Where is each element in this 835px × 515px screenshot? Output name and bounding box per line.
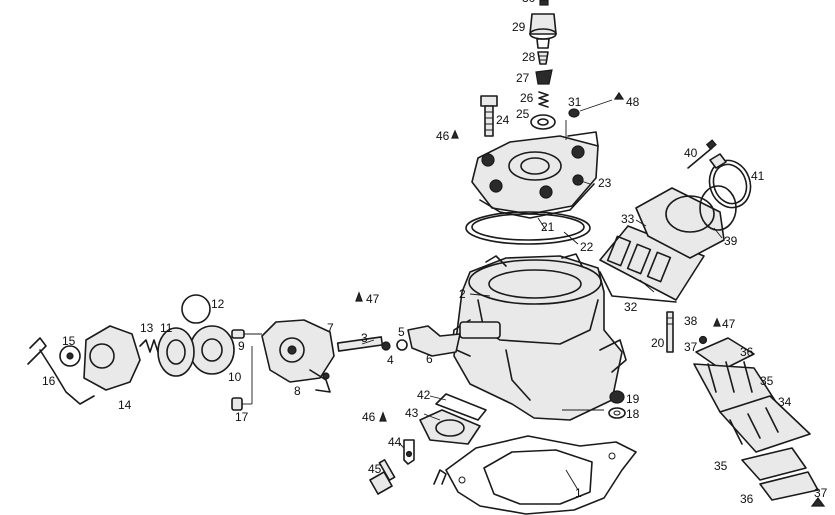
callout-28: 28 — [522, 50, 536, 64]
wire-clip-16-part — [27, 337, 95, 405]
callout-6: 6 — [426, 352, 433, 366]
cap-46-lower-part — [379, 411, 387, 422]
plug-17-part — [231, 346, 253, 411]
base-gasket-part — [445, 435, 637, 515]
callout-7: 7 — [327, 321, 334, 335]
callout-44: 44 — [388, 435, 402, 449]
cylinder-head-part — [471, 131, 599, 219]
callout-32: 32 — [624, 300, 638, 314]
callout-4: 4 — [387, 353, 394, 367]
callout-40: 40 — [684, 146, 698, 160]
callout-46a: 46 — [436, 129, 450, 143]
callout-26: 26 — [520, 91, 534, 105]
callout-20: 20 — [651, 336, 665, 350]
callout-47b: 47 — [722, 317, 736, 331]
stud-20-part — [666, 311, 674, 353]
head-oring-21-part — [465, 211, 591, 245]
callout-43: 43 — [405, 406, 419, 420]
callout-3: 3 — [361, 331, 368, 345]
intake-manifold-part — [599, 185, 737, 303]
cap-47-left-part — [355, 291, 363, 302]
callout-34: 34 — [778, 395, 792, 409]
callout-21: 21 — [541, 220, 555, 234]
callout-8: 8 — [294, 384, 301, 398]
spark-plug-cap-part — [529, 0, 557, 49]
cover-10-part — [157, 325, 235, 377]
callout-36b: 36 — [740, 492, 754, 506]
outer-cover-14-part — [59, 325, 141, 391]
callout-17: 17 — [235, 410, 249, 424]
callout-48: 48 — [626, 95, 640, 109]
callout-45: 45 — [368, 462, 382, 476]
nut-27-part — [535, 69, 553, 85]
washer-25-part — [530, 114, 556, 130]
spring-26-part — [538, 91, 549, 108]
screw-9-part — [231, 329, 262, 339]
callout-18: 18 — [626, 407, 640, 421]
callout-24: 24 — [496, 113, 510, 127]
callout-14: 14 — [118, 398, 132, 412]
callout-12: 12 — [211, 297, 225, 311]
callout-16: 16 — [42, 374, 56, 388]
head-bolt-24-part — [451, 95, 498, 139]
callout-23: 23 — [598, 176, 612, 190]
callout-46b: 46 — [362, 410, 376, 424]
callout-1: 1 — [575, 486, 582, 500]
callout-41: 41 — [751, 169, 765, 183]
callout-15: 15 — [62, 334, 76, 348]
callout-38: 38 — [684, 314, 698, 328]
cylinder-part — [451, 253, 627, 421]
callout-36a: 36 — [740, 345, 754, 359]
callout-35b: 35 — [714, 459, 728, 473]
callout-9: 9 — [238, 339, 245, 353]
callout-37a: 37 — [684, 340, 698, 354]
nut-19-part — [608, 390, 626, 419]
callout-19: 19 — [626, 392, 640, 406]
reed-valve-assembly-part — [693, 317, 826, 507]
callout-29: 29 — [512, 20, 526, 34]
valve-housing-7-part — [261, 319, 335, 393]
callout-47a: 47 — [366, 292, 380, 306]
callout-22: 22 — [580, 240, 594, 254]
exhaust-spring-hook-part — [403, 439, 447, 485]
screw-40-part — [687, 139, 717, 169]
sensor-31-part — [568, 91, 625, 118]
spark-plug-thread-part — [537, 51, 549, 65]
callout-31: 31 — [568, 95, 582, 109]
spring-13-part — [139, 339, 159, 353]
hose-clamp-41-part — [708, 153, 752, 209]
callout-27: 27 — [516, 71, 530, 85]
callout-42: 42 — [417, 388, 431, 402]
oring-12-part — [181, 294, 211, 324]
bolt-45-part — [369, 459, 396, 495]
callout-25: 25 — [516, 107, 530, 121]
callout-11: 11 — [160, 321, 173, 335]
callout-2: 2 — [459, 287, 466, 301]
leader-lines — [361, 120, 723, 491]
callout-10: 10 — [228, 370, 242, 384]
callout-37b: 37 — [814, 486, 828, 500]
callout-30: 30 — [522, 0, 535, 4]
callout-35a: 35 — [760, 374, 774, 388]
callout-33: 33 — [621, 212, 635, 226]
callout-13: 13 — [140, 321, 154, 335]
callout-5: 5 — [398, 325, 405, 339]
callout-39: 39 — [724, 234, 738, 248]
